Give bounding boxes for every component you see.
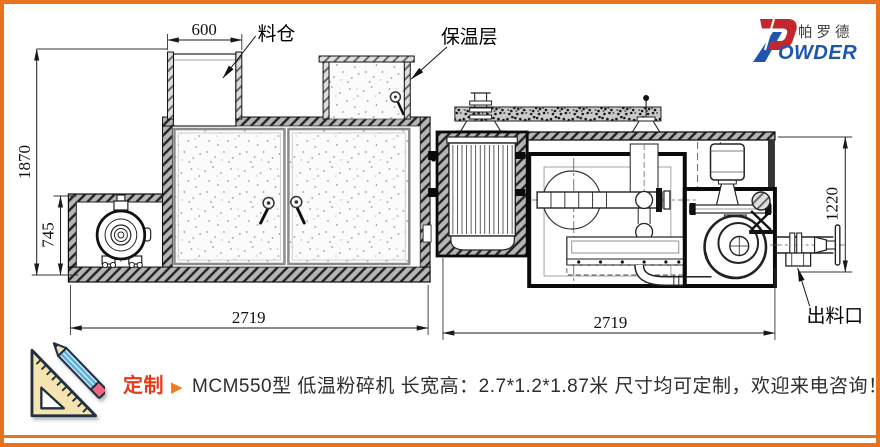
right-door-inner bbox=[291, 132, 406, 261]
brand-logo: 帕罗德 OWDER bbox=[752, 16, 864, 68]
brand-logo-graphic: 帕罗德 OWDER bbox=[753, 18, 857, 64]
outlet-leader bbox=[797, 267, 811, 307]
caption-text-line: 定制 ▶ MCM550型 低温粉碎机 长宽高：2.7*1.2*1.87米 尺寸均可定… bbox=[123, 369, 880, 398]
blower-fan bbox=[703, 214, 768, 280]
bottom-accent-line bbox=[4, 435, 876, 438]
label-insulation: 保温层 bbox=[441, 26, 497, 48]
hopper-leader bbox=[222, 35, 257, 79]
wall-notch bbox=[422, 224, 432, 243]
label-outlet: 出料口 bbox=[807, 305, 863, 327]
dim-plan-length: 2719 bbox=[594, 313, 628, 332]
caption-main-text: MCM550型 低温粉碎机 长宽高：2.7*1.2*1.87米 尺寸均可定制，欢… bbox=[192, 375, 880, 397]
body-left-wall bbox=[162, 125, 173, 268]
left-door bbox=[173, 127, 286, 266]
technical-drawing: 1870 745 600 2719 料仓 保温层 bbox=[15, 20, 863, 340]
left-door-inner bbox=[177, 132, 281, 261]
blower-motor bbox=[709, 143, 745, 206]
insulation-box-handle-icon bbox=[389, 91, 405, 116]
dim-lower-height: 745 bbox=[39, 222, 58, 247]
insulation-leader bbox=[410, 46, 448, 80]
hopper bbox=[167, 51, 243, 127]
front-dimensions: 1870 745 600 2719 bbox=[15, 20, 429, 335]
set-square-pencil-icon bbox=[30, 342, 105, 418]
label-hopper: 料仓 bbox=[258, 23, 296, 45]
front-motor bbox=[95, 194, 152, 269]
front-base bbox=[67, 266, 431, 283]
plan-view: 出料口 1220 2719 bbox=[428, 92, 863, 340]
front-view: 1870 745 600 2719 料仓 保温层 bbox=[15, 20, 497, 335]
insulation-box bbox=[318, 55, 415, 120]
dim-plan-width: 1220 bbox=[822, 187, 841, 221]
dim-hopper-width: 600 bbox=[192, 20, 217, 39]
caption-bar: 定制▶MCM550型 低温粉碎机 长宽高：2.7*1.2*1.87米 尺寸均可定… bbox=[4, 337, 876, 429]
mill-shaft bbox=[536, 188, 671, 242]
caption-tag: 定制 bbox=[123, 374, 164, 397]
right-door bbox=[287, 127, 411, 266]
outlet-pipe bbox=[769, 224, 845, 267]
dim-front-length: 2719 bbox=[232, 308, 266, 327]
plan-right-wall bbox=[767, 140, 775, 190]
left-door-handle-icon bbox=[259, 196, 275, 225]
brand-p-icon bbox=[753, 18, 797, 62]
mill-room-inner bbox=[543, 166, 672, 277]
right-door-handle-icon bbox=[290, 195, 306, 225]
finned-motor bbox=[428, 136, 526, 251]
brand-company-cn: 帕罗德 bbox=[798, 24, 854, 41]
plan-dimensions: 1220 2719 bbox=[442, 136, 853, 340]
side-pump bbox=[749, 191, 773, 234]
brand-name-en: OWDER bbox=[778, 42, 857, 64]
dim-total-height: 1870 bbox=[15, 145, 34, 179]
pencil-icon bbox=[52, 342, 105, 399]
caption-arrow-icon: ▶ bbox=[171, 378, 184, 396]
elbow-pipe bbox=[634, 264, 712, 287]
top-duct-bar bbox=[454, 106, 662, 122]
mill-room bbox=[527, 152, 687, 288]
